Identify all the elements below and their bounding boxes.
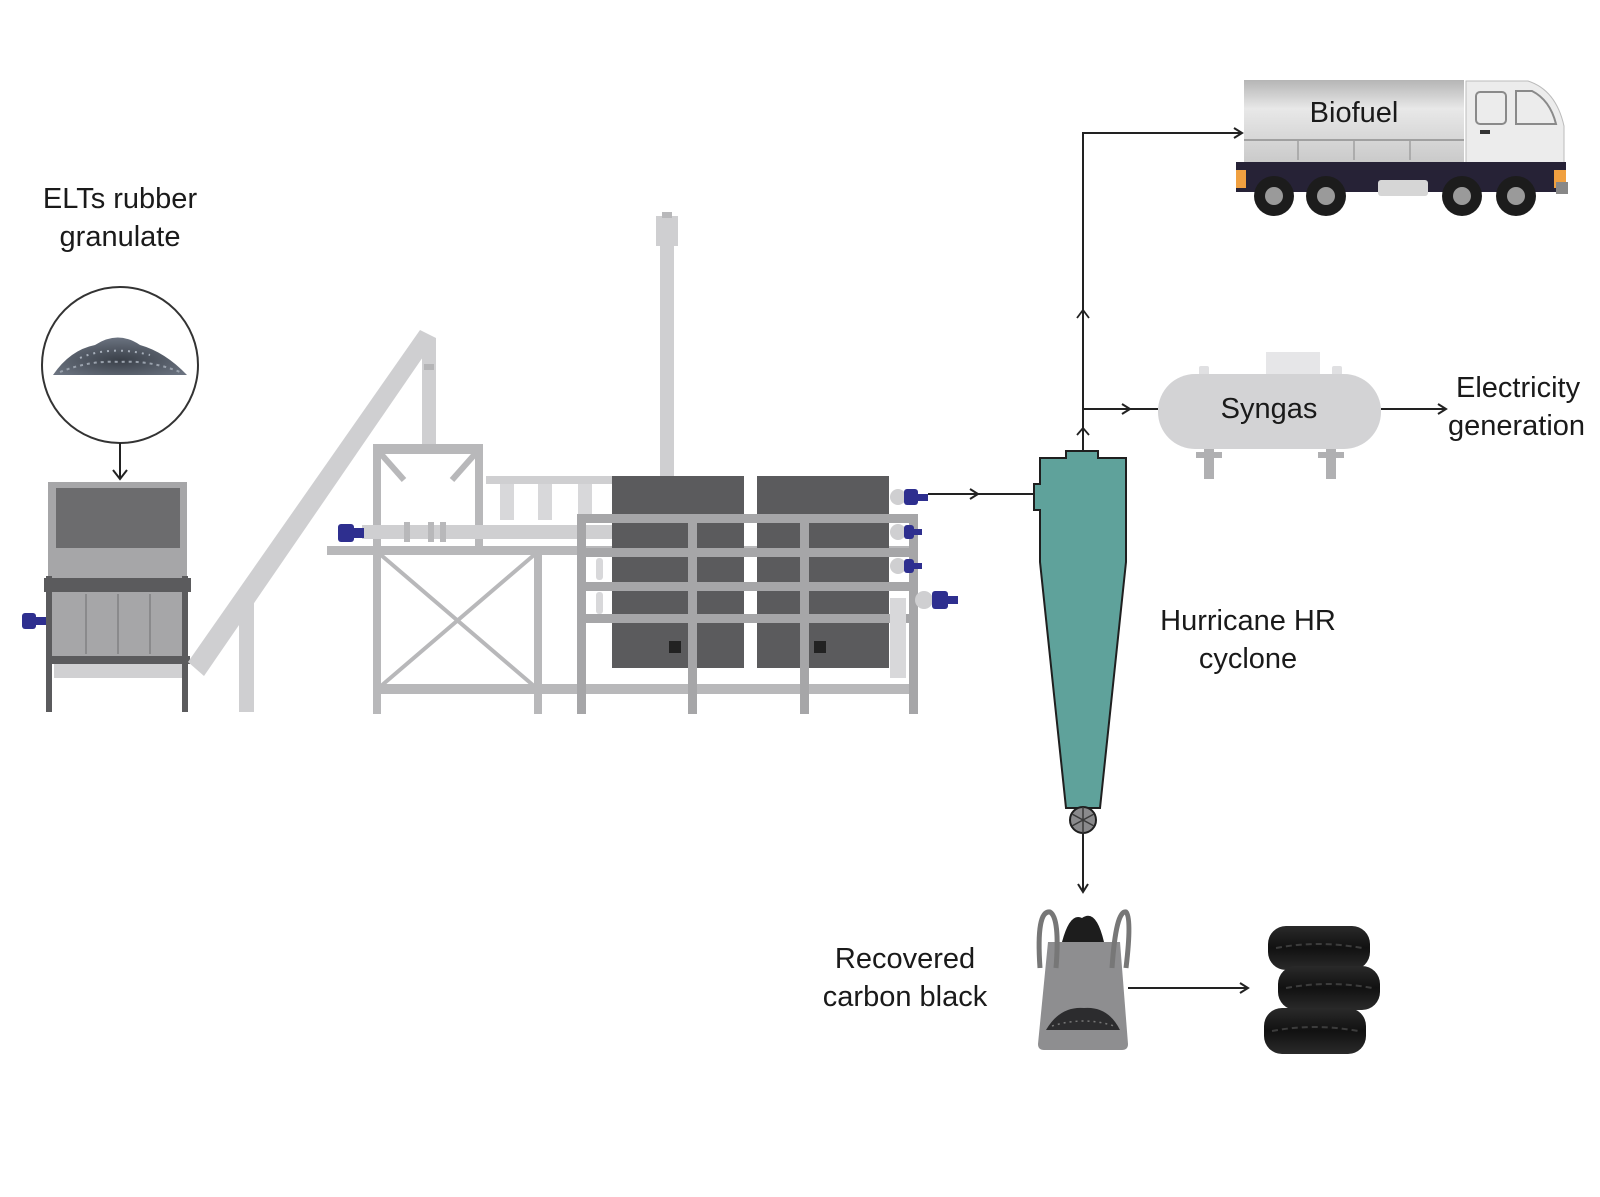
rubber-granulate-label: ELTs rubber granulate	[20, 180, 220, 256]
rubber-label-line1: ELTs rubber	[42, 183, 198, 215]
tire-line	[1128, 982, 1250, 994]
rubber-granulate-icon	[41, 286, 199, 444]
carbon-black-line	[1077, 834, 1089, 894]
pyrolysis-reactor	[577, 476, 918, 714]
electricity-line	[1381, 403, 1448, 415]
hurricane-hr-cyclone	[1033, 450, 1127, 834]
cyclone-label-line1: Hurricane HR	[1160, 605, 1336, 637]
biofuel-line	[1076, 127, 1244, 450]
feed-arrow	[112, 443, 128, 481]
carbon-label-line2: carbon black	[822, 981, 988, 1013]
chimney	[656, 212, 678, 478]
feed-hopper	[22, 482, 191, 712]
electricity-label-line2: generation	[1448, 410, 1586, 442]
electricity-generation-label: Electricity generation	[1448, 369, 1600, 445]
syngas-label: Syngas	[1220, 393, 1318, 425]
carbon-black-bag	[1036, 909, 1132, 1050]
syngas-line	[1083, 403, 1158, 415]
rubber-label-line2: granulate	[59, 221, 181, 253]
reactor-outlet-valves	[890, 489, 958, 609]
syngas-tank	[1158, 352, 1381, 479]
gas-line-arrow	[928, 488, 1034, 500]
tires-icon	[1264, 926, 1380, 1054]
biofuel-label: Biofuel	[1309, 97, 1399, 129]
electricity-label-line1: Electricity	[1456, 372, 1581, 404]
cyclone-label: Hurricane HR cyclone	[1138, 602, 1358, 678]
inclined-conveyor	[188, 330, 436, 712]
carbon-label-line1: Recovered	[834, 943, 976, 975]
biofuel-truck	[1236, 80, 1568, 216]
recovered-carbon-black-label: Recovered carbon black	[800, 940, 1010, 1016]
cyclone-label-line2: cyclone	[1198, 643, 1298, 675]
